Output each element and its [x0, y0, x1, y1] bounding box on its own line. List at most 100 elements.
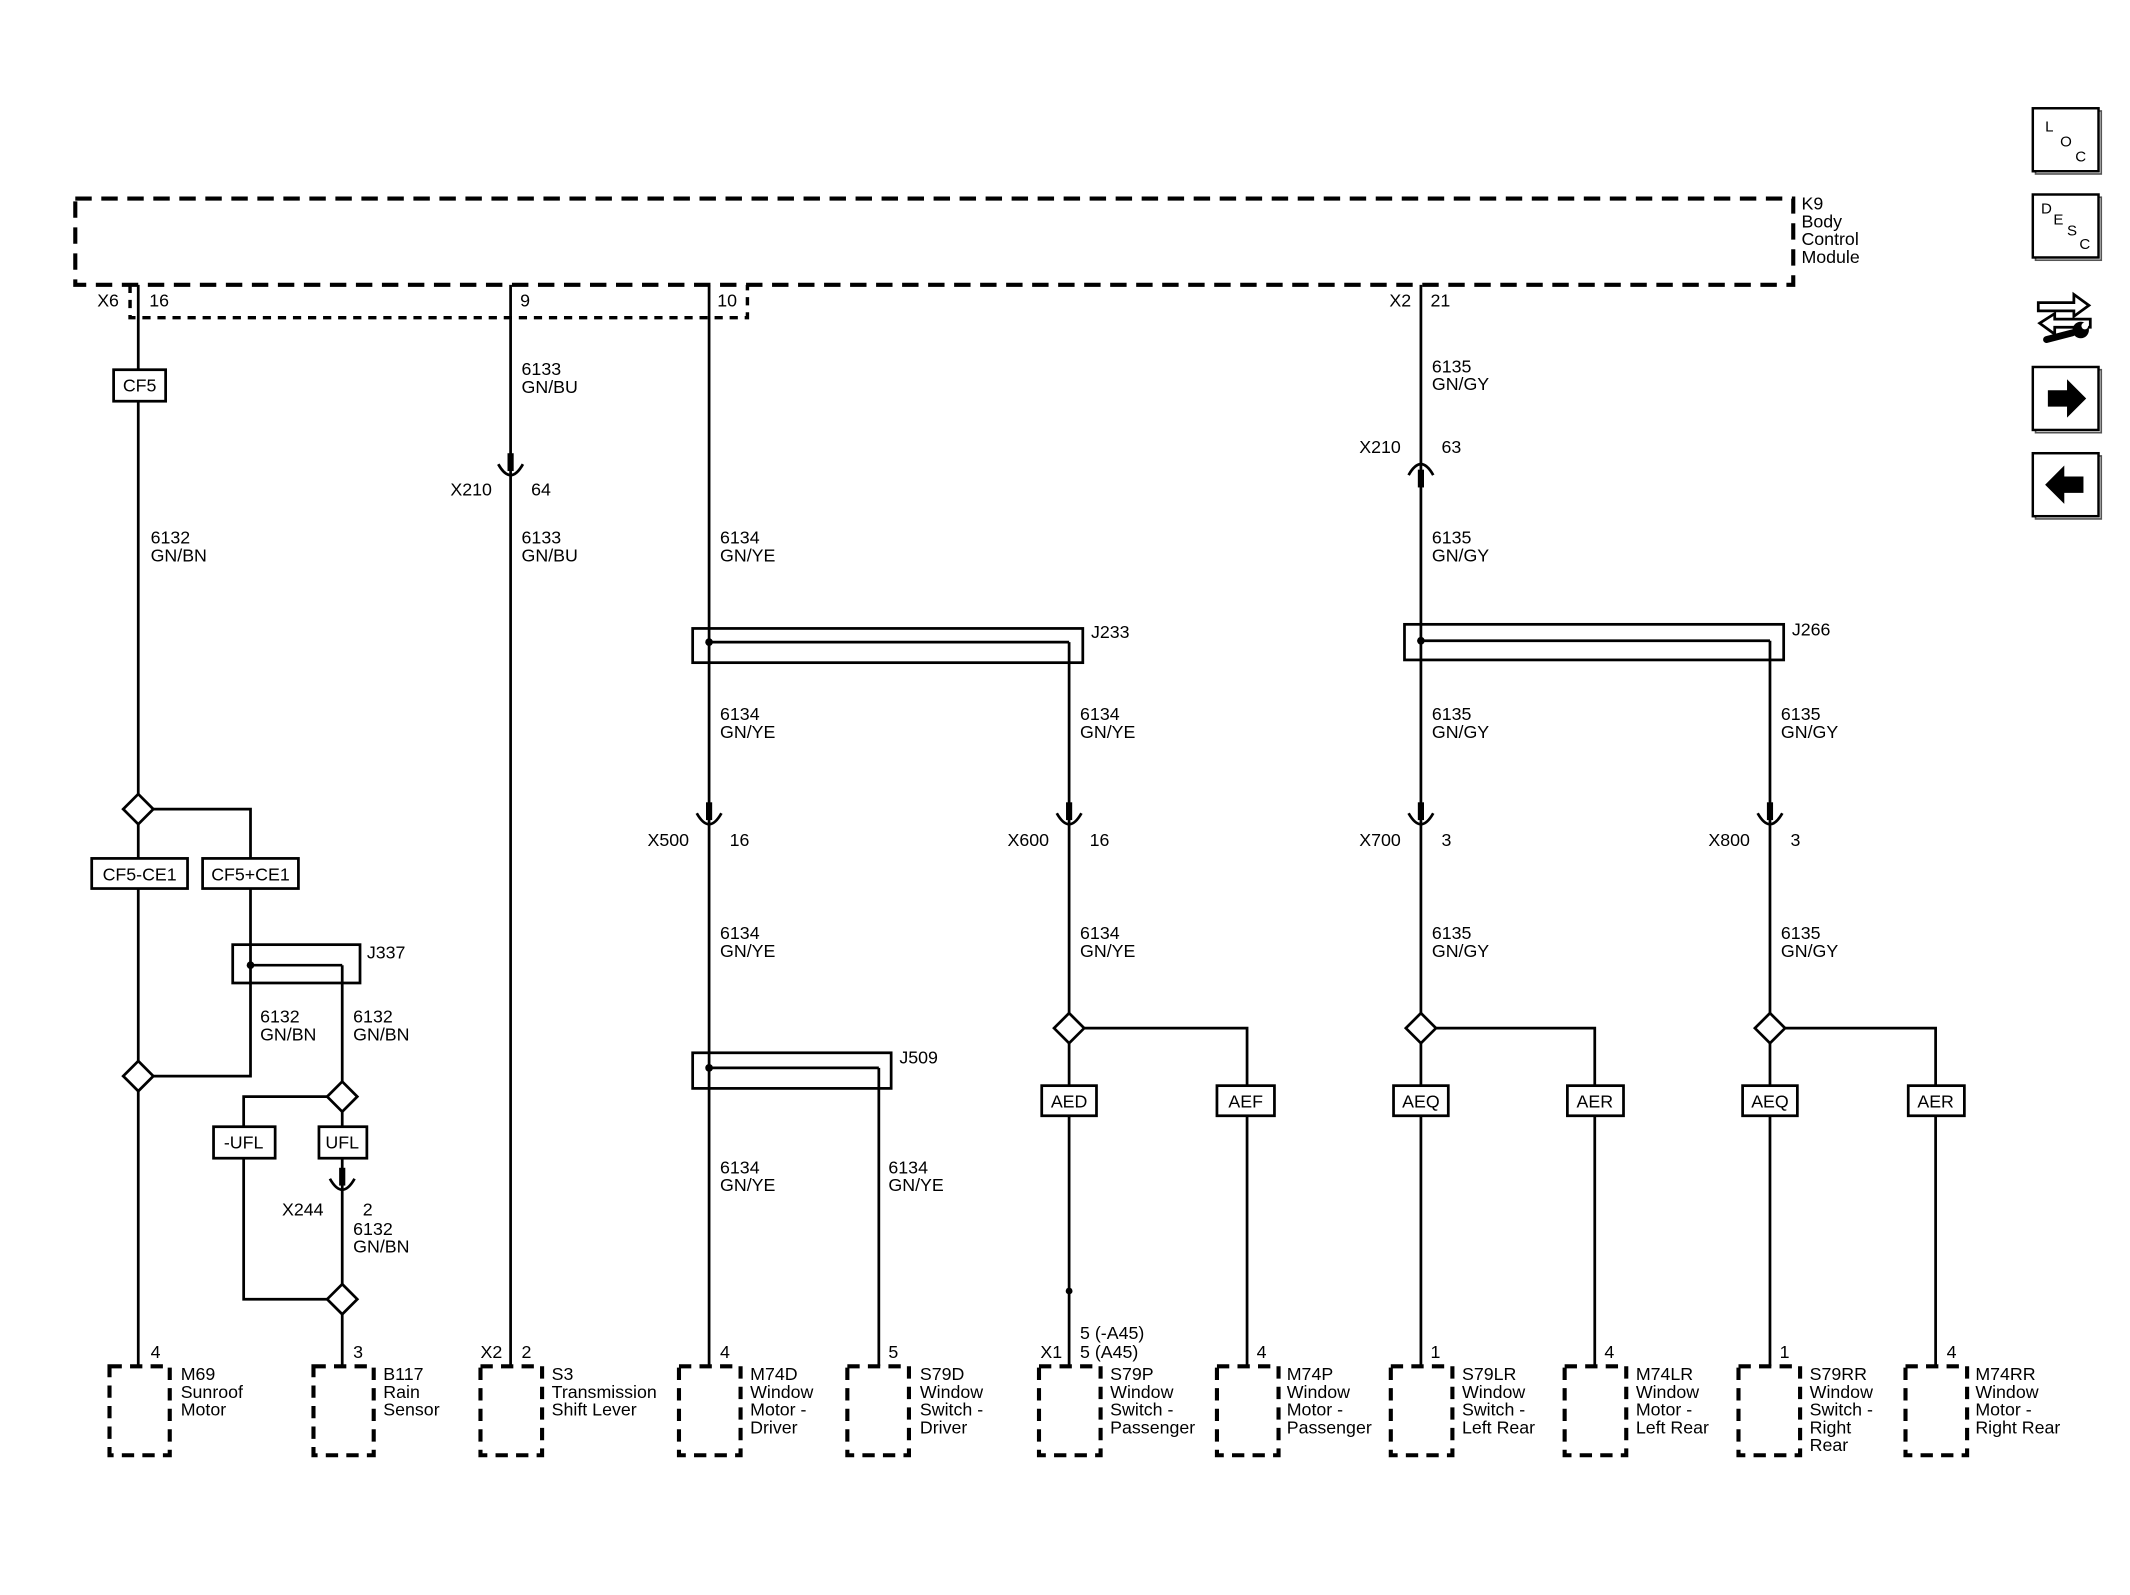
- wrench-shape: [2043, 329, 2076, 344]
- component-name-line: Window: [1975, 1382, 2038, 1402]
- circuit-number: 6134: [720, 1157, 760, 1177]
- next-page-button[interactable]: [2031, 365, 2103, 434]
- component-ref: M74D: [750, 1364, 797, 1384]
- component-pin-label: 1: [1430, 1342, 1440, 1362]
- inline-connector-x210-64: X210 64: [450, 453, 551, 500]
- components: 4 M69 Sunroof Motor 3 B117 Rain Sensor X…: [107, 1323, 2060, 1458]
- component-name-line: Motor -: [1975, 1400, 2031, 1420]
- option-box-ufl: [317, 1125, 369, 1160]
- component-pin-label: 5 (-A45): [1080, 1323, 1144, 1343]
- option-branch-diamond: [1403, 1011, 1438, 1046]
- connector-socket: [1055, 812, 1083, 826]
- component-pin-label: 2: [522, 1342, 532, 1362]
- component-name-line: Rear: [1810, 1435, 1849, 1455]
- component-name-line: Passenger: [1287, 1417, 1372, 1437]
- component-outline: [311, 1364, 376, 1458]
- circuit-color: GN/GY: [1432, 545, 1489, 565]
- option-box-aed: [1040, 1084, 1098, 1118]
- component-m74lr: 4 M74LR Window Motor - Left Rear: [1562, 1342, 1709, 1458]
- module-name-line: Body: [1801, 211, 1842, 231]
- splice-dot: [246, 961, 255, 970]
- component-name-line: Shift Lever: [552, 1400, 637, 1420]
- component-ref: M74RR: [1975, 1364, 2035, 1384]
- connector-pin-label: 2: [363, 1200, 373, 1220]
- loc-button[interactable]: L O C: [2031, 107, 2103, 175]
- inline-connector-x500: X500 16: [647, 802, 750, 850]
- splices: J337 J233 J509 J266: [231, 619, 1831, 1090]
- circuit-color: GN/YE: [720, 722, 775, 742]
- previous-page-button[interactable]: [2031, 451, 2103, 520]
- connector-socket: [497, 463, 525, 477]
- option-box-aeq-right: [1741, 1084, 1799, 1118]
- component-name-line: Transmission: [552, 1382, 657, 1402]
- component-name-line: Passenger: [1110, 1417, 1195, 1437]
- component-ref: B117: [383, 1364, 423, 1384]
- connector-pin-label: 64: [531, 480, 551, 500]
- views-button[interactable]: [2036, 291, 2092, 344]
- component-name-line: Right: [1810, 1417, 1852, 1437]
- component-pin-label: 4: [1947, 1342, 1957, 1362]
- option-box-cf5-minus-ce1: [90, 857, 189, 890]
- module-name-line: Module: [1801, 247, 1859, 267]
- circuit-number: 6134: [888, 1157, 928, 1177]
- component-name-line: Driver: [920, 1417, 967, 1437]
- connector-label: X700: [1359, 830, 1401, 850]
- component-name-line: Window: [1287, 1382, 1350, 1402]
- connector-label: X210: [450, 480, 492, 500]
- module-name-line: Control: [1801, 229, 1858, 249]
- x6-pin-10-label: 10: [717, 291, 737, 311]
- inline-connector-x600: X600 16: [1008, 802, 1110, 850]
- circuit-number: 6134: [1080, 923, 1120, 943]
- x6-connector-outline: [128, 284, 750, 320]
- wire-6135-right-rear-motor: [1785, 1026, 1937, 1367]
- component-outline: [1736, 1364, 1803, 1458]
- component-name-line: Window: [750, 1382, 813, 1402]
- option-box-cf5: [112, 368, 168, 403]
- circuit-labels: 6132 GN/BN 6132 GN/BN 6132 GN/BN 6132 GN…: [151, 356, 1839, 1256]
- component-name-line: Window: [1810, 1382, 1873, 1402]
- circuit-color: GN/BN: [151, 545, 207, 565]
- connector-pin-label: 16: [1090, 830, 1110, 850]
- desc-icon-letter: C: [2079, 236, 2090, 253]
- component-s79lr: 1 S79LR Window Switch - Left Rear: [1388, 1342, 1535, 1458]
- component-m69: 4 M69 Sunroof Motor: [107, 1342, 243, 1458]
- circuit-color: GN/GY: [1432, 941, 1489, 961]
- wire-6132-ufl-minus: [242, 1095, 328, 1301]
- x6-pin-16-label: 16: [149, 291, 169, 311]
- component-pin-label: 4: [1257, 1342, 1267, 1362]
- component-name-line: Motor -: [1636, 1400, 1692, 1420]
- option-label-aer-right: AER: [1917, 1092, 1954, 1112]
- splice-label: J233: [1091, 622, 1130, 642]
- component-pin-label: 5: [888, 1342, 898, 1362]
- circuit-color: GN/GY: [1781, 941, 1838, 961]
- component-name-line: Sensor: [383, 1400, 439, 1420]
- connector-socket: [1407, 812, 1435, 826]
- component-outline: [478, 1364, 545, 1458]
- splice-outline: [1403, 622, 1786, 662]
- option-box-aer-left: [1566, 1084, 1625, 1118]
- desc-button[interactable]: D E S C: [2031, 193, 2103, 262]
- circuit-color: GN/GY: [1781, 722, 1838, 742]
- component-pin-label: 3: [353, 1342, 363, 1362]
- connector-pin-label: 63: [1441, 437, 1461, 457]
- connector-label: X210: [1359, 437, 1401, 457]
- circuit-color: GN/GY: [1432, 722, 1489, 742]
- circuit-color: GN/BN: [353, 1024, 409, 1044]
- splice-j509: J509: [691, 1048, 938, 1090]
- option-label-cf5: CF5: [123, 376, 157, 396]
- circuit-number: 6135: [1432, 704, 1472, 724]
- component-name-line: Motor -: [1287, 1400, 1343, 1420]
- option-label-aef: AEF: [1228, 1092, 1263, 1112]
- connector-socket: [1407, 462, 1435, 476]
- component-ref: S79P: [1110, 1364, 1154, 1384]
- option-box-aer-right: [1906, 1084, 1966, 1118]
- circuit-number: 6133: [522, 359, 562, 379]
- connector-socket: [1756, 812, 1784, 826]
- connector-label: X500: [647, 830, 689, 850]
- component-name-line: Right Rear: [1975, 1417, 2060, 1437]
- body-control-module: K9 Body Control Module X6 16 9 10 X2 21: [73, 194, 1860, 320]
- loc-icon-letter: C: [2075, 149, 2086, 166]
- splice-j233: J233: [691, 622, 1130, 665]
- inline-connector-x700: X700 3: [1359, 802, 1451, 850]
